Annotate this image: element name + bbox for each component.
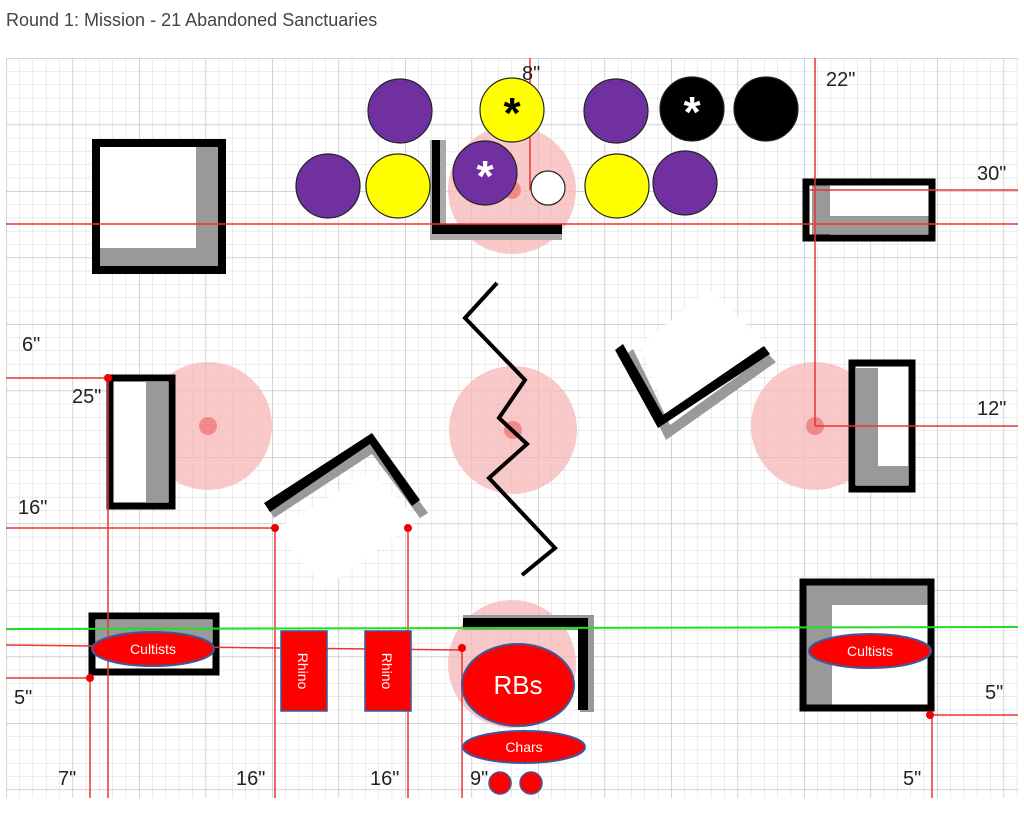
svg-text:RBs: RBs bbox=[493, 670, 542, 700]
dim-left-16: 16" bbox=[18, 497, 47, 519]
dim-left-6: 6" bbox=[22, 334, 40, 356]
ruin-top-right[interactable] bbox=[802, 178, 936, 242]
ruin-center-left[interactable] bbox=[264, 433, 428, 588]
token-yellow[interactable] bbox=[584, 153, 650, 219]
token-purple[interactable] bbox=[652, 150, 718, 216]
measurement-points bbox=[86, 374, 934, 719]
dimension-labels: 8" 22" 30" 6" 25" 12" 16" 5" 5" 7" 16" 1… bbox=[14, 63, 1006, 790]
svg-text:Rhino: Rhino bbox=[379, 653, 395, 690]
token-black[interactable] bbox=[733, 76, 799, 142]
dim-bottom-9: 9" bbox=[470, 768, 488, 790]
dim-right-30: 30" bbox=[977, 163, 1006, 185]
page-title: Round 1: Mission - 21 Abandoned Sanctuar… bbox=[6, 10, 378, 30]
unit-small-2[interactable] bbox=[519, 771, 543, 795]
token-purple[interactable] bbox=[295, 153, 361, 219]
token-black-star[interactable] bbox=[659, 76, 725, 142]
dim-right-5: 5" bbox=[985, 682, 1003, 704]
star-icon: * bbox=[683, 88, 701, 137]
dim-bottom-7: 7" bbox=[58, 768, 76, 790]
ruin-top-left[interactable] bbox=[92, 139, 226, 274]
unit-rhino-1[interactable]: Rhino bbox=[280, 630, 328, 712]
svg-text:Cultists: Cultists bbox=[130, 641, 176, 657]
unit-cultists-right[interactable]: Cultists bbox=[808, 633, 932, 669]
enemy-tokens bbox=[295, 76, 799, 219]
token-yellow-star[interactable] bbox=[479, 77, 545, 143]
dim-left-25: 25" bbox=[72, 386, 101, 408]
star-icon: * bbox=[503, 89, 521, 138]
unit-cultists-left[interactable]: Cultists bbox=[91, 631, 215, 667]
unit-small-1[interactable] bbox=[488, 771, 512, 795]
objective-left[interactable] bbox=[144, 362, 272, 490]
dim-right-12: 12" bbox=[977, 398, 1006, 420]
dim-bottom-16b: 16" bbox=[370, 768, 399, 790]
dim-top-22: 22" bbox=[826, 69, 855, 91]
unit-chars[interactable]: Chars bbox=[462, 730, 586, 764]
token-yellow[interactable] bbox=[365, 153, 431, 219]
ruin-zigzag[interactable] bbox=[462, 270, 558, 577]
ruin-center-right[interactable] bbox=[615, 290, 776, 440]
svg-text:Chars: Chars bbox=[505, 739, 542, 755]
token-purple[interactable] bbox=[367, 78, 433, 144]
token-purple-star[interactable] bbox=[452, 140, 518, 206]
dim-top-8: 8" bbox=[522, 63, 540, 85]
star-icon: * bbox=[476, 152, 494, 201]
svg-text:Rhino: Rhino bbox=[295, 653, 311, 690]
token-white-small[interactable] bbox=[530, 170, 566, 206]
dim-bottom-16a: 16" bbox=[236, 768, 265, 790]
dim-bottom-5: 5" bbox=[903, 768, 921, 790]
ruin-left[interactable] bbox=[106, 374, 176, 510]
player-units: Cultists Cultists Rhino Rhino RBs Chars bbox=[91, 630, 932, 795]
deployment-line bbox=[5, 626, 1019, 630]
svg-text:Cultists: Cultists bbox=[847, 643, 893, 659]
token-stars: * * * bbox=[476, 88, 701, 201]
unit-rbs[interactable]: RBs bbox=[461, 643, 575, 727]
unit-rhino-2[interactable]: Rhino bbox=[364, 630, 412, 712]
dim-left-5: 5" bbox=[14, 687, 32, 709]
token-purple[interactable] bbox=[583, 78, 649, 144]
